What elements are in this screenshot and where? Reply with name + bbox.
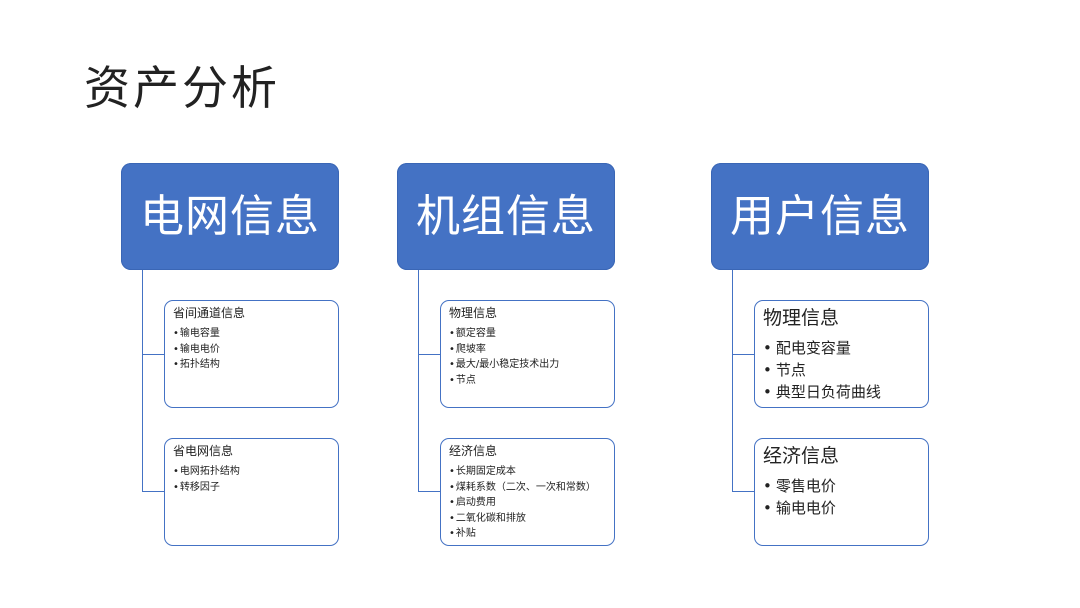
box-user-physical-info: 物理信息 配电变容量 节点 典型日负荷曲线 (754, 300, 929, 408)
item-list: 零售电价 输电电价 (763, 475, 920, 519)
box-interprovincial-channel-info: 省间通道信息 输电容量 输电电价 拓扑结构 (164, 300, 339, 408)
list-item: 零售电价 (763, 475, 920, 497)
connector-branch (732, 354, 755, 355)
list-item: 补贴 (449, 526, 606, 542)
box-title: 经济信息 (763, 445, 840, 467)
box-unit-economic-info: 经济信息 长期固定成本 煤耗系数（二次、一次和常数） 启动费用 二氧化碳和排放 … (440, 438, 615, 546)
connector-vertical (418, 270, 419, 492)
list-item: 拓扑结构 (173, 357, 330, 373)
connector-vertical (142, 270, 143, 492)
item-list: 额定容量 爬坡率 最大/最小稳定技术出力 节点 (449, 326, 606, 388)
header-unit-info: 机组信息 (397, 163, 615, 270)
list-item: 启动费用 (449, 495, 606, 511)
list-item: 二氧化碳和排放 (449, 511, 606, 527)
list-item: 典型日负荷曲线 (763, 381, 920, 403)
box-title: 物理信息 (763, 307, 840, 329)
list-item: 额定容量 (449, 326, 606, 342)
item-list: 输电容量 输电电价 拓扑结构 (173, 326, 330, 373)
list-item: 配电变容量 (763, 337, 920, 359)
box-title: 经济信息 (449, 444, 498, 458)
connector-branch (418, 354, 441, 355)
connector-branch (418, 491, 441, 492)
box-provincial-grid-info: 省电网信息 电网拓扑结构 转移因子 (164, 438, 339, 546)
box-title: 省电网信息 (173, 444, 234, 458)
page-title: 资产分析 (84, 61, 280, 115)
header-grid-info: 电网信息 (121, 163, 339, 270)
list-item: 电网拓扑结构 (173, 464, 330, 480)
item-list: 配电变容量 节点 典型日负荷曲线 (763, 337, 920, 403)
list-item: 最大/最小稳定技术出力 (449, 357, 606, 373)
connector-branch (142, 491, 165, 492)
connector-vertical (732, 270, 733, 492)
list-item: 煤耗系数（二次、一次和常数） (449, 480, 606, 496)
item-list: 长期固定成本 煤耗系数（二次、一次和常数） 启动费用 二氧化碳和排放 补贴 (449, 464, 606, 542)
list-item: 爬坡率 (449, 342, 606, 358)
box-user-economic-info: 经济信息 零售电价 输电电价 (754, 438, 929, 546)
item-list: 电网拓扑结构 转移因子 (173, 464, 330, 495)
box-title: 物理信息 (449, 306, 498, 320)
connector-branch (732, 491, 755, 492)
list-item: 转移因子 (173, 480, 330, 496)
box-unit-physical-info: 物理信息 额定容量 爬坡率 最大/最小稳定技术出力 节点 (440, 300, 615, 408)
header-user-info: 用户信息 (711, 163, 929, 270)
column-grid-info: 电网信息 省间通道信息 输电容量 输电电价 拓扑结构 省电网信息 电网拓扑结构 … (121, 0, 351, 608)
column-unit-info: 机组信息 物理信息 额定容量 爬坡率 最大/最小稳定技术出力 节点 经济信息 长… (397, 0, 627, 608)
list-item: 输电容量 (173, 326, 330, 342)
column-user-info: 用户信息 物理信息 配电变容量 节点 典型日负荷曲线 经济信息 零售电价 输电电… (711, 0, 941, 608)
connector-branch (142, 354, 165, 355)
list-item: 输电电价 (173, 342, 330, 358)
list-item: 输电电价 (763, 497, 920, 519)
box-title: 省间通道信息 (173, 306, 246, 320)
list-item: 节点 (763, 359, 920, 381)
list-item: 节点 (449, 373, 606, 389)
list-item: 长期固定成本 (449, 464, 606, 480)
